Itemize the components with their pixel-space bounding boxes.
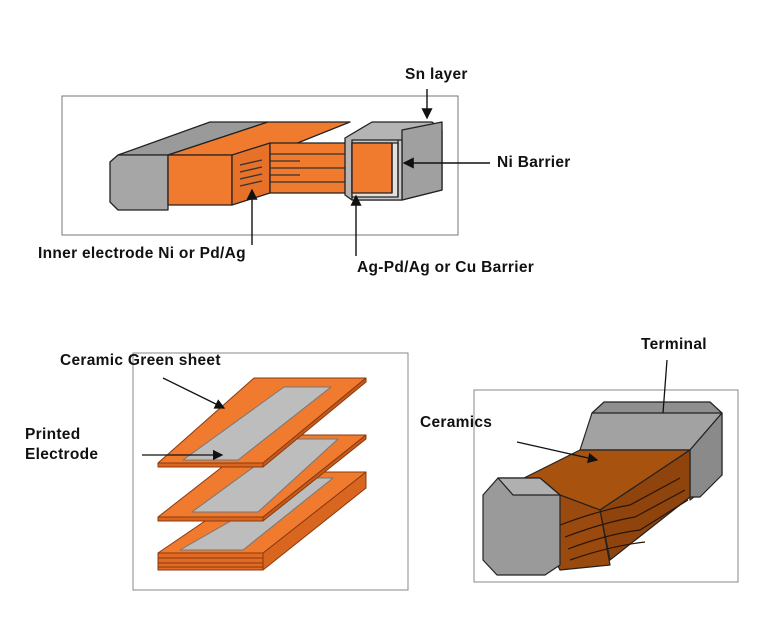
terminal-pointer-line	[662, 359, 668, 414]
ceramics-label: Ceramics	[420, 414, 493, 431]
inner-electrode-label: Inner electrode Ni or Pd/Ag	[38, 245, 246, 262]
chip-frame	[473, 389, 739, 583]
sheets-frame	[132, 352, 409, 591]
terminal-label: Terminal	[641, 336, 707, 353]
mlcc-chip	[482, 401, 723, 576]
top-frame	[61, 95, 459, 236]
ag-pd-barrier-label: Ag-Pd/Ag or Cu Barrier	[357, 259, 535, 276]
ceramic-green-sheet-label: Ceramic Green sheet	[60, 352, 221, 369]
ceramics-arrow	[516, 441, 599, 464]
mlcc-cutaway-chip	[109, 121, 443, 211]
printed-electrode-label-line2: Electrode	[25, 446, 99, 463]
ni-barrier-label: Ni Barrier	[497, 154, 571, 171]
green-sheet-stack	[157, 377, 367, 571]
sn-layer-label: Sn layer	[405, 66, 468, 83]
printed-electrode-label-line1: Printed	[25, 426, 81, 443]
green-sheet-arrow	[162, 377, 226, 409]
